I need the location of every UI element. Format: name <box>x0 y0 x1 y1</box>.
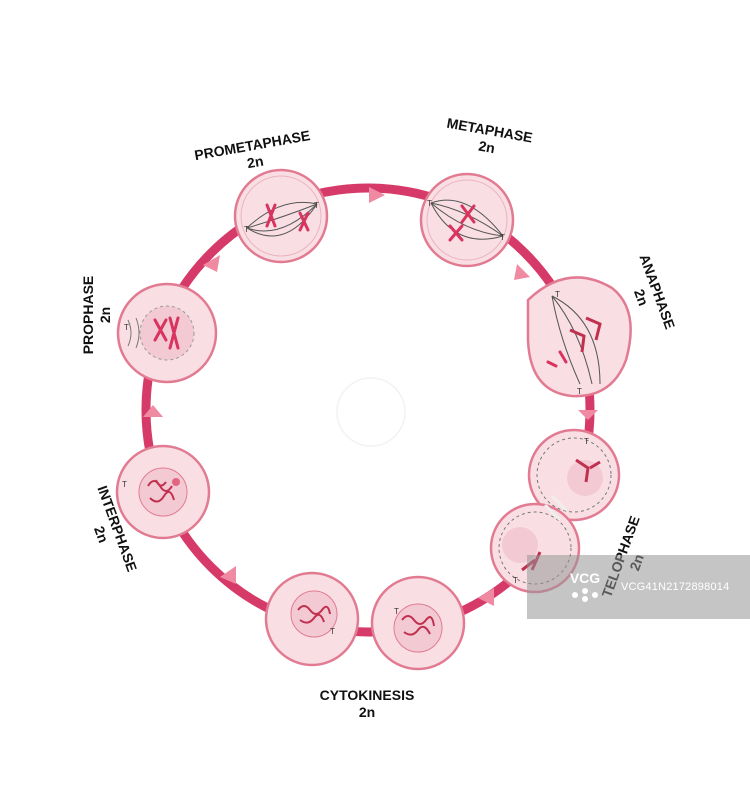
watermark-text: VCG41N2172898014 <box>621 581 730 593</box>
svg-text:T: T <box>427 199 432 208</box>
svg-text:T: T <box>513 576 518 585</box>
arrow-icon <box>203 255 220 272</box>
label-metaphase: METAPHASE 2n <box>446 115 534 157</box>
svg-text:T: T <box>244 225 249 234</box>
svg-text:2n: 2n <box>359 704 375 720</box>
svg-text:T: T <box>122 480 127 489</box>
arrow-icon <box>514 264 530 280</box>
cytokinesis-cell-right: T <box>370 575 466 671</box>
svg-text:T: T <box>500 233 505 242</box>
svg-text:2n: 2n <box>246 153 265 172</box>
svg-text:T: T <box>314 201 319 210</box>
svg-text:CYTOKINESIS: CYTOKINESIS <box>320 687 415 703</box>
label-cytokinesis: CYTOKINESIS 2n <box>320 687 415 720</box>
metaphase-cell: T T <box>419 172 515 268</box>
svg-text:T: T <box>124 323 129 332</box>
label-prophase: PROPHASE 2n <box>80 276 113 355</box>
prophase-cell: T <box>116 282 218 384</box>
watermark: VCG VCG41N2172898014 <box>527 555 750 619</box>
svg-text:VCG: VCG <box>570 570 600 586</box>
svg-text:T: T <box>330 627 335 636</box>
anaphase-cell: T T <box>526 276 632 398</box>
svg-text:2n: 2n <box>97 307 113 323</box>
svg-text:T: T <box>584 437 589 446</box>
svg-text:2n: 2n <box>91 524 112 545</box>
center-circle <box>336 377 406 447</box>
svg-text:T: T <box>577 387 582 396</box>
arrow-icon <box>478 588 494 606</box>
svg-text:T: T <box>394 607 399 616</box>
svg-text:2n: 2n <box>631 287 652 308</box>
arrow-icon <box>578 410 598 420</box>
svg-text:PROPHASE: PROPHASE <box>80 276 96 355</box>
cytokinesis-cell-left: T <box>264 571 360 667</box>
prometaphase-cell: T T <box>233 168 329 264</box>
direction-arrows <box>143 187 598 606</box>
vcg-logo-icon: VCG <box>570 570 600 602</box>
interphase-cell: T <box>115 444 211 540</box>
arrow-icon <box>143 405 163 417</box>
telophase-cell: T T <box>489 428 621 594</box>
svg-text:2n: 2n <box>477 138 496 157</box>
arrow-icon <box>220 566 236 584</box>
svg-text:T: T <box>555 290 560 299</box>
arrow-icon <box>369 187 385 203</box>
